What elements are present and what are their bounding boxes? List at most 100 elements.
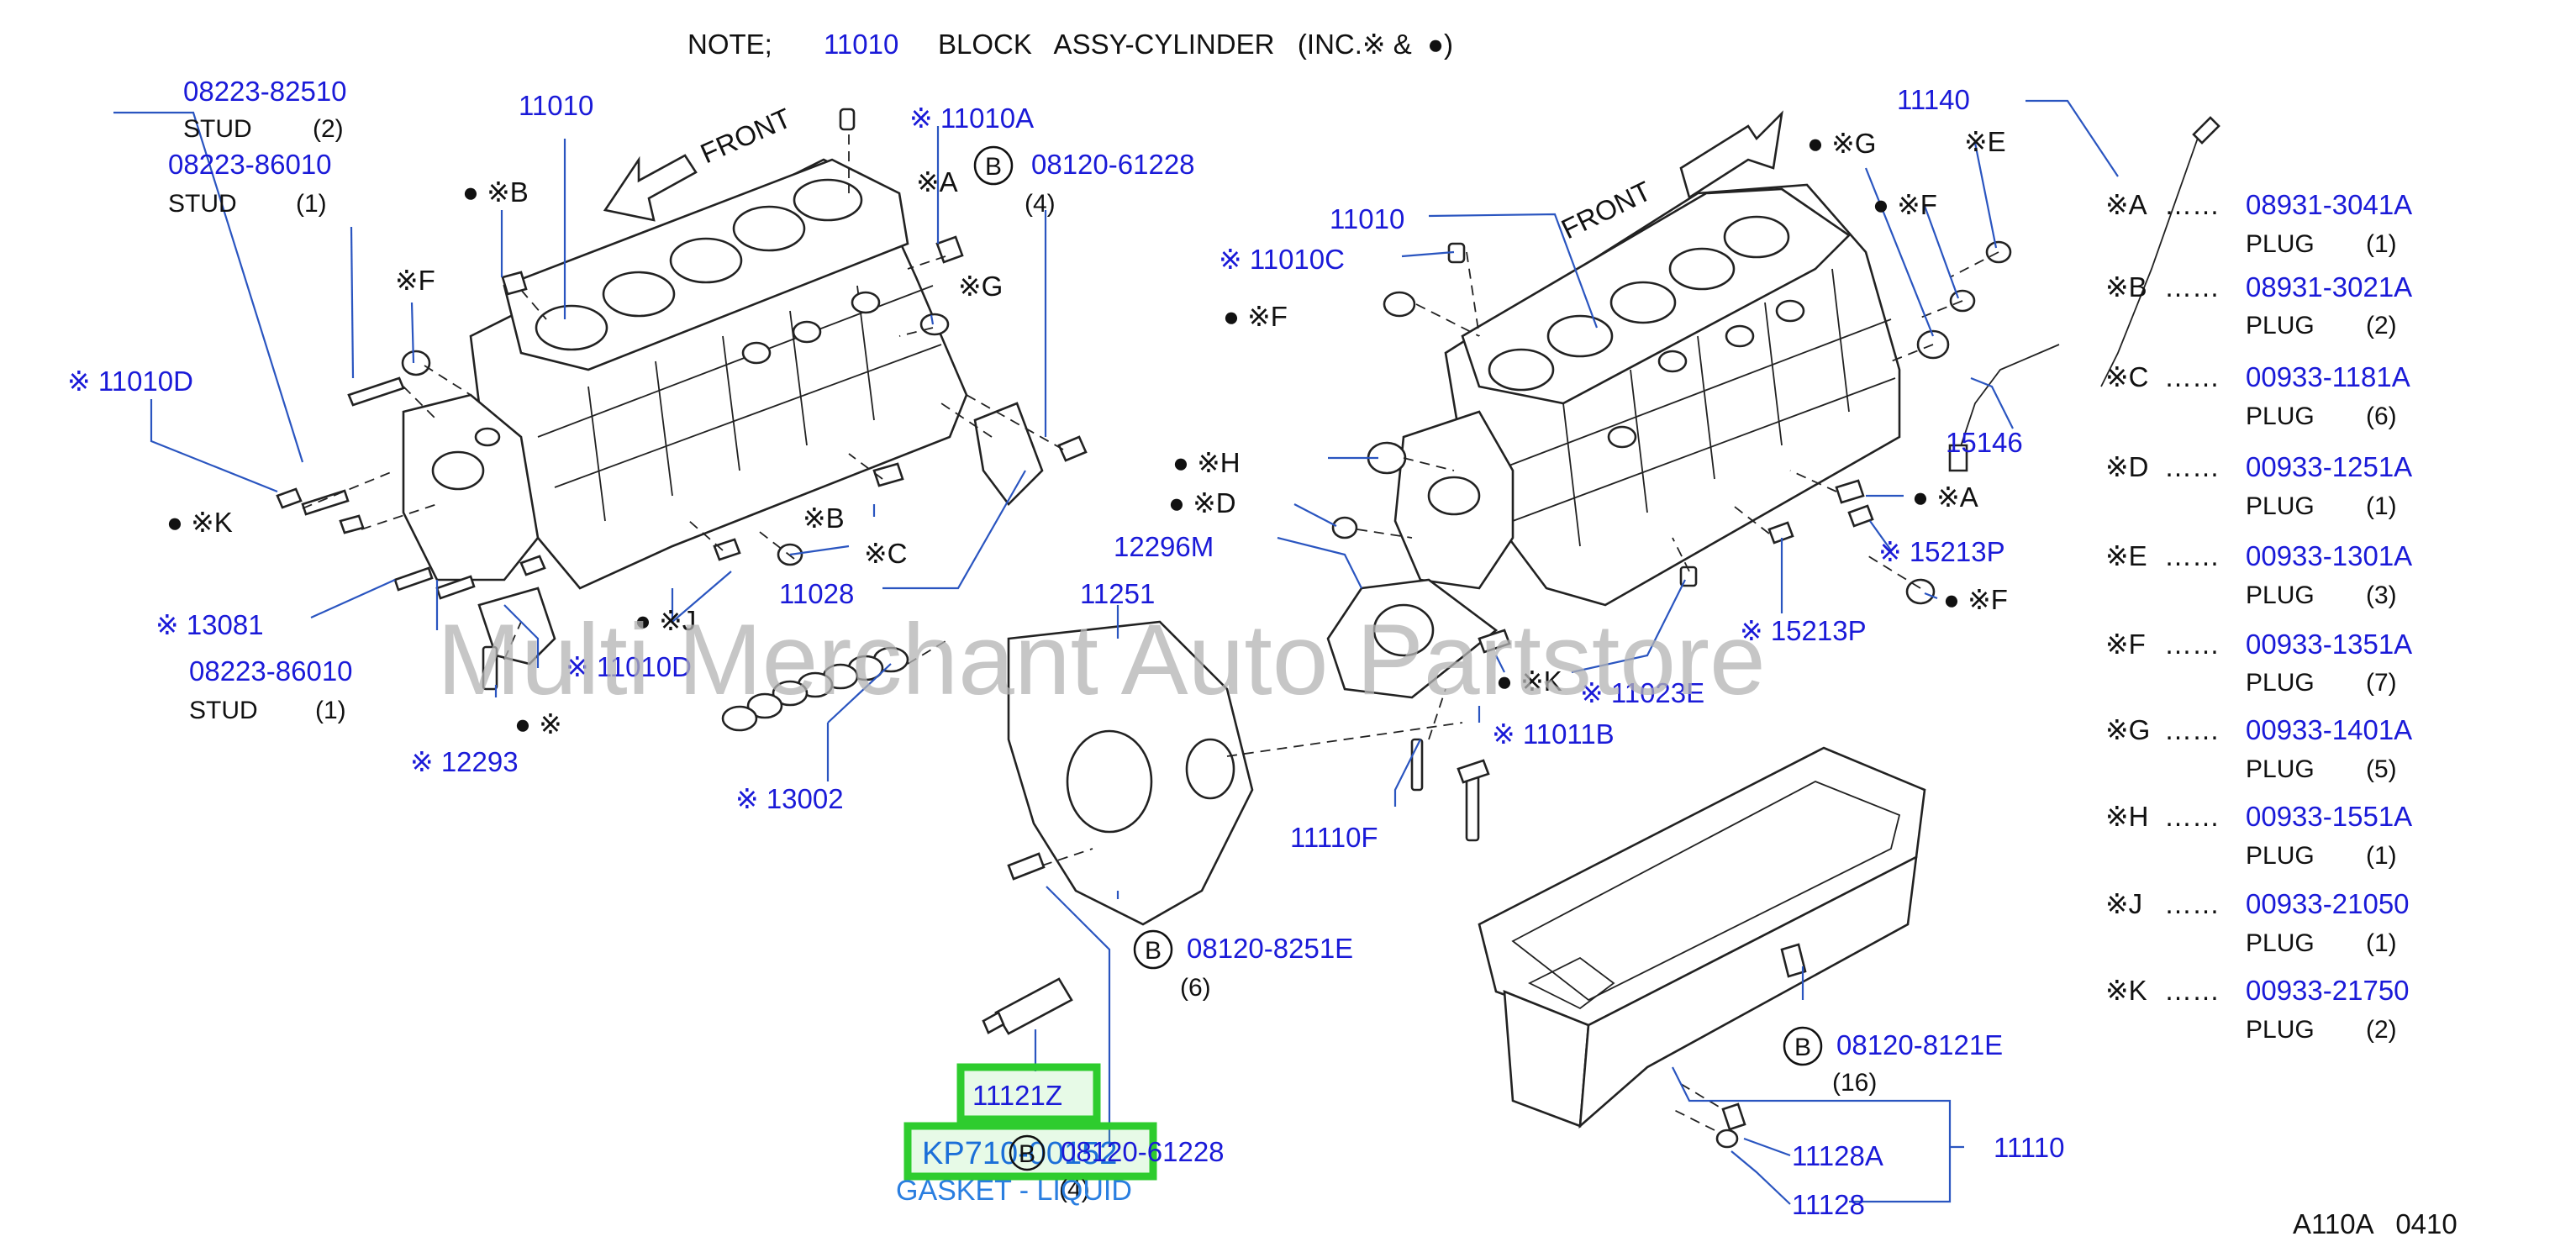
header-note: NOTE; 11010 BLOCK ASSY-CYLINDER (INC.※ &… — [687, 29, 1453, 60]
legend-dots: …… — [2164, 361, 2220, 392]
legend-name: PLUG — [2246, 755, 2315, 783]
legend-part-number[interactable]: 00933-1551A — [2246, 801, 2412, 832]
legend-qty: (5) — [2366, 755, 2397, 783]
legend-dots: …… — [2164, 888, 2220, 919]
callout-part-number[interactable]: ※ 11010A — [909, 103, 1034, 134]
legend-key: ※F — [2105, 629, 2146, 660]
legend-key: ※K — [2105, 975, 2147, 1006]
callout-plug-ref[interactable]: ● ※F — [1943, 584, 2008, 615]
legend-key: ※G — [2105, 714, 2150, 745]
callout-plug-ref[interactable]: ※B — [803, 502, 845, 534]
legend-dots: …… — [2164, 540, 2220, 571]
legend-row: ※J …… 00933-21050 PLUG (1) — [2105, 888, 2410, 957]
bolt-symbol-b — [1009, 1134, 1046, 1171]
right-cylinder-block-drawing — [1393, 110, 1901, 607]
callout-part-number[interactable]: 11140 — [1897, 84, 1970, 115]
highlight-box-kp710 — [903, 1122, 1157, 1181]
callout-part-number[interactable]: ※ 15213P — [1878, 536, 2005, 567]
callout-part-number[interactable]: ※ 11010C — [1219, 244, 1345, 275]
legend-key: ※B — [2105, 271, 2147, 303]
legend-qty: (6) — [2366, 403, 2397, 430]
legend-part-number[interactable]: 00933-1251A — [2246, 451, 2412, 482]
callout-plug-ref[interactable]: ● ※K — [166, 507, 233, 538]
callout-part-number[interactable]: ※ 13081 — [155, 609, 264, 640]
legend-part-number[interactable]: 00933-1351A — [2246, 629, 2412, 660]
legend-part-number[interactable]: 00933-1401A — [2246, 714, 2412, 745]
callout-part-number[interactable]: ※ 11023E — [1580, 677, 1704, 708]
kp-part-number[interactable]: KP710-00152 — [922, 1136, 1117, 1171]
callout-part-number[interactable]: 11028 — [779, 578, 854, 609]
legend-part-number[interactable]: 00933-1301A — [2246, 540, 2412, 571]
callout-plug-ref[interactable]: ● ※A — [1912, 481, 1978, 513]
legend-row: ※C …… 00933-1181A PLUG (6) — [2105, 361, 2410, 430]
legend-row: ※H …… 00933-1551A PLUG (1) — [2105, 801, 2412, 870]
callout-plug-ref[interactable]: ● ※G — [1807, 128, 1876, 159]
callout-part-number[interactable]: 11128A — [1792, 1140, 1883, 1171]
liquid-gasket-tube-drawing — [982, 977, 1073, 1035]
left-cylinder-block-drawing — [402, 154, 968, 590]
callout-part-number[interactable]: 11010 — [1330, 203, 1404, 234]
callout-part-number[interactable]: 08120-61228 — [1061, 1136, 1225, 1167]
callout-plug-ref[interactable]: ● ※ — [514, 708, 562, 739]
callout-part-number[interactable]: 12296M — [1114, 531, 1214, 562]
legend-dots: …… — [2164, 189, 2220, 220]
callout-part-number[interactable]: ※ 11011B — [1492, 718, 1615, 750]
callout-plug-ref[interactable]: ※G — [958, 271, 1003, 302]
callout-part-number[interactable]: 08223-82510 — [183, 76, 347, 107]
bolt-symbol-b — [1783, 1026, 1823, 1066]
callout-part-number[interactable]: ※ 15213P — [1740, 615, 1867, 646]
legend-qty: (1) — [2366, 842, 2397, 870]
legend-part-number[interactable]: 00933-1181A — [2246, 361, 2410, 392]
legend-row: ※A …… 08931-3041A PLUG (1) — [2105, 189, 2412, 258]
legend-name: PLUG — [2246, 312, 2315, 339]
callout-part-number-highlighted[interactable]: 11121Z — [972, 1080, 1062, 1111]
callout-part-number[interactable]: ※ 13002 — [735, 783, 844, 814]
callout-part-number[interactable]: ※ 11010D — [566, 651, 692, 682]
bolt-symbol-b — [973, 145, 1014, 186]
legend-name: PLUG — [2246, 669, 2315, 697]
callout-part-number[interactable]: 15146 — [1946, 427, 2023, 458]
callout-plug-ref[interactable]: ● ※H — [1172, 447, 1241, 478]
callout-part-number[interactable]: 11110F — [1290, 822, 1378, 853]
callout-plug-ref[interactable]: ● ※F — [1223, 301, 1288, 332]
legend-row: ※G …… 00933-1401A PLUG (5) — [2105, 714, 2412, 783]
callout-part-number[interactable]: 08120-61228 — [1031, 149, 1195, 180]
callout-plug-ref[interactable]: ● ※F — [1873, 189, 1937, 220]
legend-part-number[interactable]: 00933-21750 — [2246, 975, 2410, 1006]
legend-part-number[interactable]: 08931-3041A — [2246, 189, 2412, 220]
legend-key: ※D — [2105, 451, 2148, 482]
callout-part-number[interactable]: 08120-8251E — [1187, 933, 1353, 964]
front-direction-label-left: FRONT — [696, 102, 796, 169]
note-part-number[interactable]: 11010 — [824, 29, 898, 60]
legend-dots: …… — [2164, 271, 2220, 303]
callout-part-number[interactable]: 08223-86010 — [189, 655, 353, 687]
left-block-small-parts — [276, 108, 1088, 732]
callout-part-number[interactable]: ※ 12293 — [410, 746, 519, 777]
legend-name: PLUG — [2246, 403, 2315, 430]
callout-part-number[interactable]: 08223-86010 — [168, 149, 332, 180]
callout-labels: 08223-82510 STUD (2) 08223-86010 STUD (1… — [67, 76, 2064, 1220]
callout-plug-ref[interactable]: ※A — [916, 166, 958, 197]
callout-part-number[interactable]: 11251 — [1080, 578, 1155, 609]
callout-part-number[interactable]: 11128 — [1792, 1189, 1865, 1220]
callout-part-number[interactable]: 11110 — [1994, 1132, 2064, 1163]
callout-plug-ref[interactable]: ● ※K — [1496, 666, 1562, 697]
callout-qty: (6) — [1180, 974, 1211, 1002]
callout-plug-ref[interactable]: ※C — [864, 538, 907, 569]
callout-qty: (4) — [1025, 190, 1056, 218]
callout-part-number[interactable]: 08120-8121E — [1836, 1029, 2003, 1060]
callout-part-number[interactable]: 11010 — [519, 90, 593, 121]
callout-plug-ref[interactable]: ※F — [395, 265, 435, 296]
oil-pan-drawing — [1478, 746, 1926, 1149]
callout-qty: (2) — [313, 115, 344, 143]
callout-plug-ref[interactable]: ● ※J — [635, 605, 696, 636]
callout-name: STUD — [168, 190, 237, 218]
callout-plug-ref[interactable]: ● ※D — [1168, 487, 1236, 518]
legend-part-number[interactable]: 08931-3021A — [2246, 271, 2412, 303]
callout-part-number[interactable]: ※ 11010D — [67, 366, 193, 397]
legend-key: ※E — [2105, 540, 2147, 571]
legend-part-number[interactable]: 00933-21050 — [2246, 888, 2410, 919]
callout-plug-ref[interactable]: ※E — [1964, 126, 2006, 157]
callout-plug-ref[interactable]: ● ※B — [462, 176, 529, 208]
legend-row: ※B …… 08931-3021A PLUG (2) — [2105, 271, 2412, 339]
